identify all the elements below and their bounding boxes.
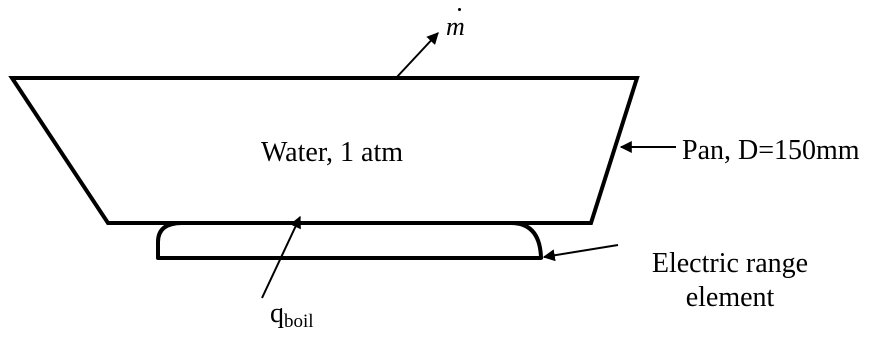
pan-outline [8,76,640,225]
mass-flow-arrow [395,32,439,79]
heat-flux-label: qboil [270,298,314,332]
water-label: Water, 1 atm [261,137,404,168]
heat-flux-symbol: q [270,298,284,329]
element-pointer-arrow [542,244,619,262]
heat-flux-subscript: boil [284,311,314,332]
element-label-line-1: Electric range [651,248,809,279]
pan-label: Pan, D=150mm [682,135,860,166]
element-label-line-2: element [685,282,775,313]
range-element [156,221,543,260]
element-label: Electric range element [628,247,832,315]
heat-flux-arrow [261,215,301,299]
mass-flow-label: m [446,12,465,41]
mass-flow-dot-accent [458,8,461,11]
